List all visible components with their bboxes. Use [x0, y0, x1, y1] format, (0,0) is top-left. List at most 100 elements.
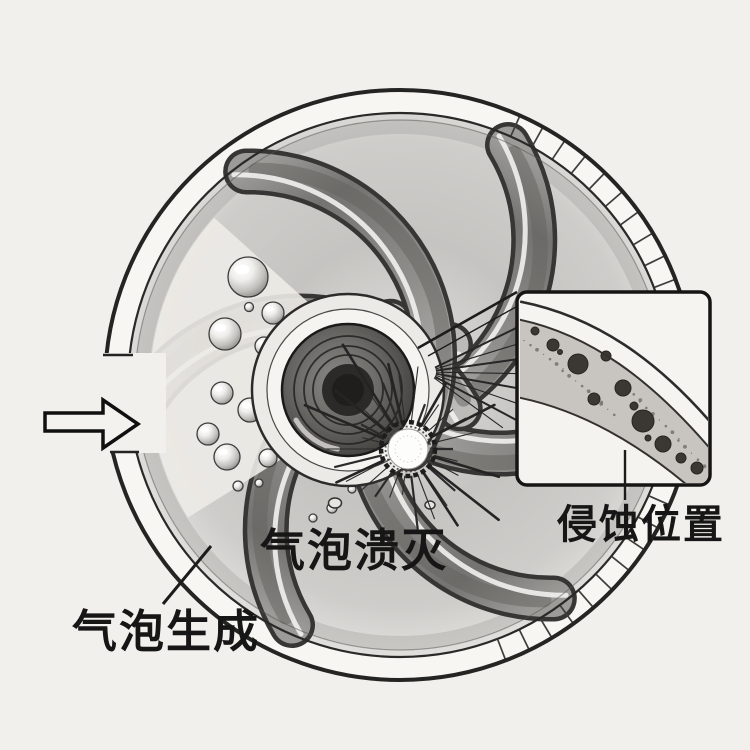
- burst-long-ray: [427, 464, 500, 522]
- erosion-pits: [530, 326, 704, 475]
- burst-ray: [434, 431, 479, 444]
- grain-speck: [562, 368, 564, 370]
- wall-under-strip: [520, 394, 708, 483]
- bubble: [208, 317, 242, 351]
- hub-bolt: [424, 500, 436, 510]
- grain-speck: [632, 393, 636, 396]
- hatch-rung: [611, 556, 630, 571]
- bubble: [213, 443, 241, 471]
- bubble: [243, 301, 255, 313]
- hatch-rung: [595, 574, 613, 590]
- grain-speck: [567, 373, 572, 378]
- bubble-highlight: [214, 386, 223, 392]
- burst-ray: [410, 475, 419, 530]
- bore-step: [303, 345, 393, 435]
- grain-speck: [529, 343, 532, 347]
- grain-speck: [690, 452, 693, 454]
- burst-ray: [417, 474, 436, 520]
- bubble-highlight: [234, 264, 250, 275]
- burst-long-ray: [420, 382, 447, 427]
- hatch-rung: [510, 116, 521, 136]
- band-bottom-edge: [520, 394, 708, 483]
- burst-core: [387, 428, 429, 470]
- inset-content: [520, 297, 708, 483]
- burst-ray: [374, 470, 394, 498]
- burst-long-ray: [341, 343, 395, 428]
- hatch-rung: [551, 140, 566, 160]
- burst-ray: [389, 474, 399, 498]
- hatch-rung: [625, 536, 645, 551]
- band-top-edge: [520, 316, 708, 470]
- grain-speck: [548, 357, 552, 361]
- hatch-rung: [644, 255, 665, 267]
- bore-highlight: [293, 417, 341, 452]
- hatch-rung: [633, 232, 653, 246]
- burst-ray: [401, 475, 406, 495]
- grain-speck: [639, 401, 641, 403]
- burst-ring: [384, 425, 432, 473]
- grain-speck: [645, 406, 648, 410]
- burst-jagged-ring: [378, 419, 438, 479]
- bubble-highlight: [214, 324, 227, 332]
- burst-ray: [363, 409, 389, 432]
- wall-outer-edge: [520, 297, 708, 448]
- grain-speck: [607, 408, 609, 411]
- grain-speck: [586, 389, 591, 394]
- burst-long-ray: [430, 403, 496, 439]
- grain-speck: [612, 413, 616, 417]
- erosion-pit: [587, 392, 601, 406]
- hatch-rung: [638, 516, 658, 529]
- bubble: [232, 480, 244, 492]
- grain-speck: [580, 384, 584, 388]
- burst-ray: [362, 437, 382, 444]
- burst-long-ray: [335, 459, 385, 484]
- grain-speck: [677, 439, 680, 442]
- bubble-highlight: [200, 427, 209, 433]
- hatch-rung: [531, 127, 544, 147]
- grain-speck: [670, 430, 675, 435]
- burst-long-ray: [432, 455, 501, 479]
- burst-long-ray: [334, 389, 389, 434]
- grain-speck: [678, 437, 680, 440]
- burst-long-ray: [421, 470, 459, 527]
- bubble: [210, 381, 234, 405]
- grain-speck: [561, 369, 564, 373]
- label-erosion-site: 侵蚀位置: [556, 503, 725, 547]
- burst-ray: [410, 366, 419, 423]
- grain-speck: [658, 419, 661, 421]
- bubble-highlight: [218, 448, 229, 456]
- grain-speck: [535, 347, 539, 352]
- burst-ray: [422, 404, 440, 428]
- inset-leader-line: [417, 290, 518, 350]
- hatch-rung: [605, 191, 623, 207]
- grain-speck: [542, 353, 545, 356]
- burst-ray: [370, 395, 394, 428]
- erosion-closeup-inset: [515, 290, 712, 500]
- grain-speck: [702, 464, 707, 469]
- hatch-rung: [497, 639, 507, 660]
- burst-rays: [303, 343, 501, 530]
- bubble: [196, 422, 220, 446]
- hatch-rung: [620, 211, 639, 226]
- bubble-highlight: [265, 306, 274, 312]
- hatch-rung: [571, 155, 586, 174]
- grain-speck: [523, 339, 525, 342]
- burst-ray: [381, 382, 400, 425]
- burst-ray: [434, 454, 458, 462]
- erosion-pit: [614, 379, 632, 397]
- burst-long-ray: [303, 403, 385, 440]
- hatch-rung: [649, 495, 669, 506]
- inset-leader-line: [427, 302, 524, 357]
- bubble-highlight: [241, 402, 251, 409]
- flow-arrow-icon: [43, 396, 142, 452]
- label-bubble-generation: 气泡生成: [71, 606, 260, 657]
- grain-speck: [664, 424, 668, 428]
- hatch-rung: [518, 629, 530, 650]
- bore-step: [293, 335, 403, 445]
- hatch-rung: [578, 590, 594, 608]
- grain-speck: [683, 444, 687, 449]
- burst-ray: [333, 454, 383, 469]
- bubble-generation-leader: [161, 545, 213, 605]
- erosion-pit: [644, 434, 652, 442]
